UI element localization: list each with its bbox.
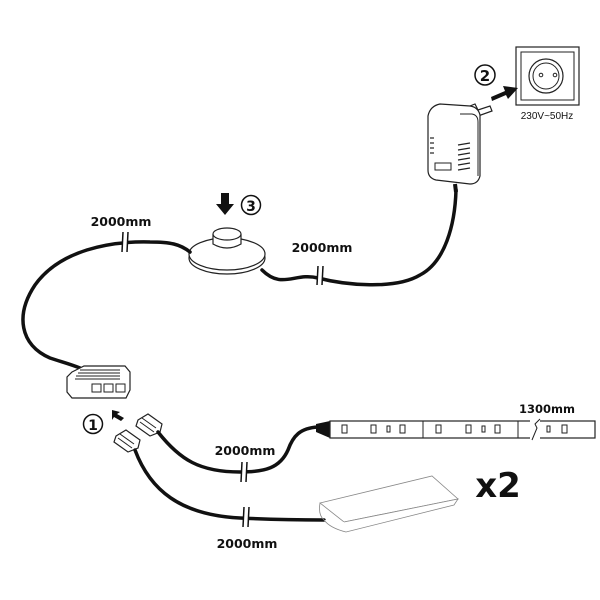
arrow-down-icon [216,193,234,215]
led-strip-body [329,420,596,439]
break-mark-strip-cable-2 [242,506,250,528]
splitter-grip-lines [75,369,120,380]
splitter-port-2 [103,383,114,393]
splitter-body [66,365,131,399]
cable-to-led-strip [156,425,320,474]
splitter-port-3 [115,383,126,393]
socket-rating-label: 230V~50Hz [521,111,574,122]
label-strip-cable-2-length: 2000mm [217,536,278,551]
splitter-box [66,365,131,399]
splitter-port-1 [91,383,102,393]
label-switch-cable-length: 2000mm [91,214,152,229]
step-2-marker: 2 [474,64,518,101]
label-adapter-cable-length: 2000mm [292,240,353,255]
reel-bottom-sheet [323,498,459,533]
step-2-number: 2 [480,67,490,85]
label-strip-cable-1-length: 2000mm [215,443,276,458]
break-mark-switch-cable [121,231,129,253]
step-2-circle [474,64,496,86]
step-1-marker: 1 [82,410,124,435]
strip-break-mark [531,418,541,441]
step-3-circle [240,194,262,216]
cable-to-led-reel [133,448,326,522]
adapter-vents [430,137,471,171]
power-adapter [427,103,493,193]
socket-hole-right [552,72,558,78]
led-chips [341,424,568,434]
switch-button-top [212,227,242,241]
socket-plate-inner [520,51,575,101]
socket-inner-ring [532,62,560,90]
break-mark-strip-cable-1 [240,461,248,483]
foot-switch [188,227,266,275]
socket-hole-left [538,72,544,78]
label-strip-length: 1300mm [519,402,575,416]
step-3-marker: 3 [216,193,262,216]
led-strip-reel [319,475,459,533]
arrow-right-icon [491,86,518,101]
adapter-body [427,103,481,185]
adapter-label-plate [434,162,452,171]
arrow-up-left-icon [112,410,124,421]
quantity-label: x2 [475,466,521,506]
led-strip: 1300mm [316,402,596,441]
break-mark-adapter-cable [316,265,324,286]
connector-plug-lower [113,429,141,453]
cable-adapter-to-switch [260,188,458,287]
step-1-circle [82,413,104,435]
cable-switch-to-splitter [21,240,192,370]
step-3-number: 3 [246,199,256,215]
wall-socket: 230V~50Hz [515,46,580,122]
led-strip-end-cap [316,421,330,438]
socket-recess [528,58,564,94]
step-1-number: 1 [88,418,98,434]
